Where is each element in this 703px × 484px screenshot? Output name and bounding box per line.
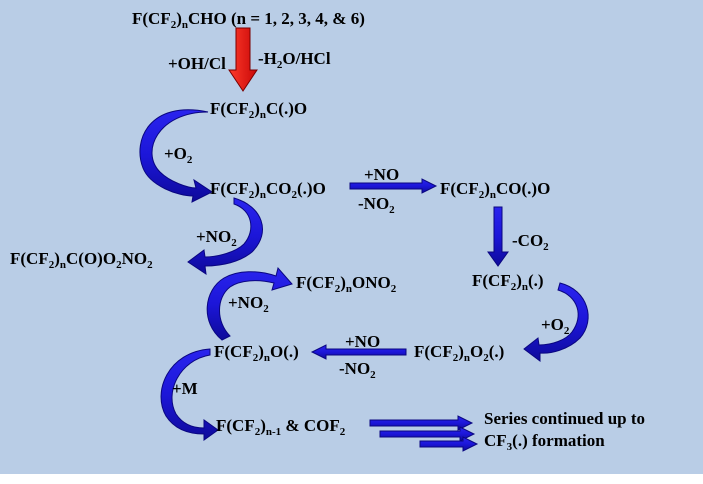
node-peroxy-radical: F(CF2)nO2(.) (414, 342, 505, 364)
arrow-co2 (487, 206, 509, 267)
curved-arrow-no2-1 (187, 197, 263, 276)
label-no2-2: -NO2 (339, 359, 376, 381)
arrow-series-2 (379, 426, 476, 442)
label-no2-add-2: +NO2 (228, 293, 269, 315)
node-aldehyde: F(CF2)nCHO (n = 1, 2, 3, 4, & 6) (132, 9, 365, 31)
node-nitrate: F(CF2)nONO2 (296, 273, 397, 295)
label-m: +M (172, 379, 198, 398)
curved-arrow-o2-1 (139, 109, 213, 203)
curved-arrow-o2-2 (523, 282, 589, 362)
node-products: F(CF2)n-1 & COF2 (216, 416, 346, 438)
label-no-1: +NO (364, 165, 400, 184)
node-acyl-radical: F(CF2)nC(.)O (210, 99, 308, 121)
node-pan: F(CF2)nC(O)O2NO2 (10, 249, 153, 271)
curved-arrow-no2-2 (206, 266, 293, 341)
node-acylperoxy-radical: F(CF2)nCO2(.)O (210, 179, 326, 201)
series-note-line1: Series continued up to (484, 409, 646, 428)
label-no2-add-1: +NO2 (196, 227, 237, 249)
label-no-2: +NO (345, 332, 381, 351)
label-oh-cl: +OH/Cl (168, 54, 226, 73)
node-alkoxy-radical: F(CF2)nO(.) (214, 342, 299, 364)
curved-arrow-m (160, 348, 219, 441)
label-no2-1: -NO2 (358, 194, 395, 216)
arrow-series-3 (419, 436, 479, 452)
label-o2-2: +O2 (541, 315, 570, 337)
arrow-no-1 (349, 178, 438, 194)
series-note-line2: CF3(.) formation (484, 431, 605, 453)
label-co2: -CO2 (512, 231, 549, 253)
node-alkyl-radical: F(CF2)n(.) (472, 271, 544, 293)
label-h2o-hcl: -H2O/HCl (258, 49, 331, 71)
arrow-series-1 (369, 415, 474, 431)
node-acyloxy-radical: F(CF2)nCO(.)O (440, 179, 551, 201)
red-down-arrow (228, 27, 258, 92)
label-o2-1: +O2 (164, 144, 193, 166)
arrow-no-2 (310, 344, 407, 360)
